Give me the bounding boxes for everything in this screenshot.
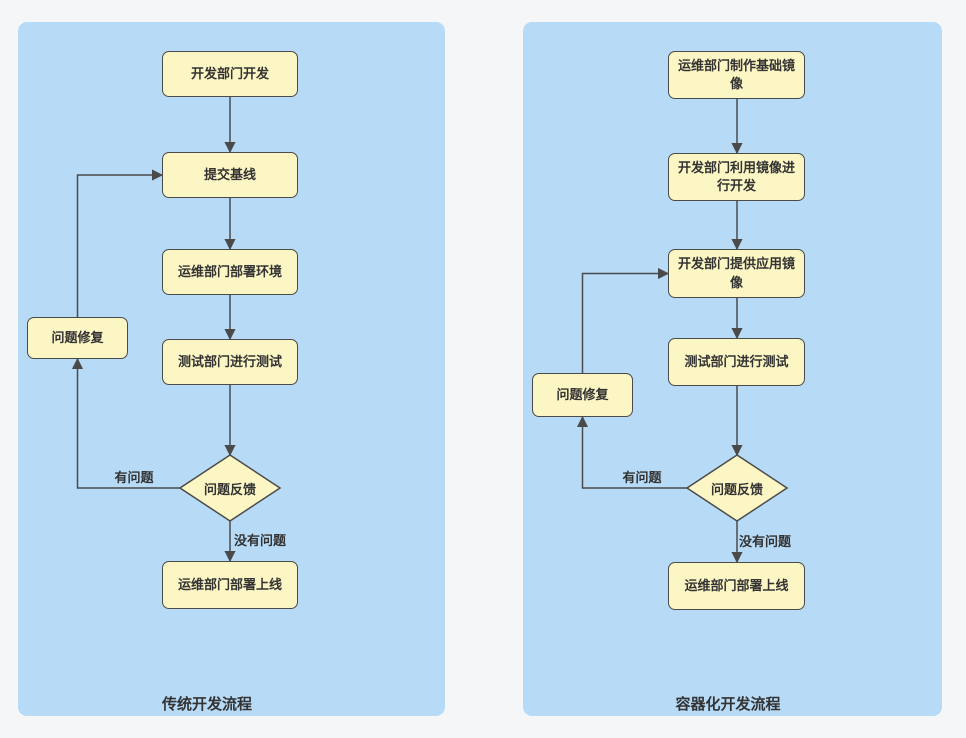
edge-label-has-issue: 有问题 (114, 470, 154, 485)
decision-diamond (178, 454, 282, 522)
flow-node-go-live: 运维部门部署上线 (668, 562, 805, 610)
flow-node-label: 运维部门制作基础镜像 (677, 57, 795, 91)
flow-node-deploy-env: 运维部门部署环境 (162, 249, 298, 295)
flow-node-label: 测试部门进行测试 (684, 353, 789, 369)
flow-node-label: 开发部门开发 (190, 65, 269, 81)
panel-containerized-flow: 运维部门制作基础镜像 开发部门利用镜像进行开发 开发部门提供应用镜像 测试部门进… (523, 22, 942, 716)
flow-node-provide-app-image: 开发部门提供应用镜像 (668, 249, 805, 298)
flow-connectors-containerized (576, 99, 789, 564)
arrow-decision-fix (576, 415, 687, 489)
flow-node-label: 测试部门进行测试 (177, 353, 282, 369)
flow-node-dev-with-image: 开发部门利用镜像进行开发 (668, 153, 805, 201)
flow-node-fix-issue: 问题修复 (532, 373, 633, 417)
flow-connectors-traditional (71, 97, 282, 563)
flow-node-label: 运维部门部署环境 (177, 263, 282, 279)
flow-node-go-live: 运维部门部署上线 (162, 561, 298, 609)
flow-node-label: 问题修复 (556, 386, 609, 402)
flow-node-testing: 测试部门进行测试 (162, 339, 298, 385)
flow-node-label: 提交基线 (203, 166, 256, 182)
decision-diamond (685, 454, 789, 522)
flow-node-develop: 开发部门开发 (162, 51, 298, 97)
flow-node-fix-issue: 问题修复 (27, 317, 128, 359)
edge-label-no-issue: 没有问题 (739, 534, 792, 549)
arrow-decision-fix (71, 357, 180, 489)
panel-traditional-flow: 开发部门开发 提交基线 运维部门部署环境 测试部门进行测试 问题修复 运维部门部… (18, 22, 445, 716)
flow-node-label: 开发部门利用镜像进行开发 (677, 159, 795, 193)
panel-title-containerized: 容器化开发流程 (675, 696, 781, 713)
arrow-fix-step3 (581, 267, 670, 373)
arrow-fix-step2 (76, 169, 164, 317)
edge-label-no-issue: 没有问题 (234, 533, 287, 548)
edge-label-has-issue: 有问题 (622, 470, 662, 485)
flow-node-label: 运维部门部署上线 (177, 576, 282, 592)
flow-node-build-base-image: 运维部门制作基础镜像 (668, 51, 805, 99)
flow-node-testing: 测试部门进行测试 (668, 338, 805, 386)
flow-node-label: 运维部门部署上线 (684, 577, 789, 593)
flow-node-label: 问题修复 (51, 329, 104, 345)
panel-title-traditional: 传统开发流程 (161, 696, 252, 713)
flow-node-submit-baseline: 提交基线 (162, 152, 298, 198)
flow-node-label: 开发部门提供应用镜像 (677, 256, 795, 290)
